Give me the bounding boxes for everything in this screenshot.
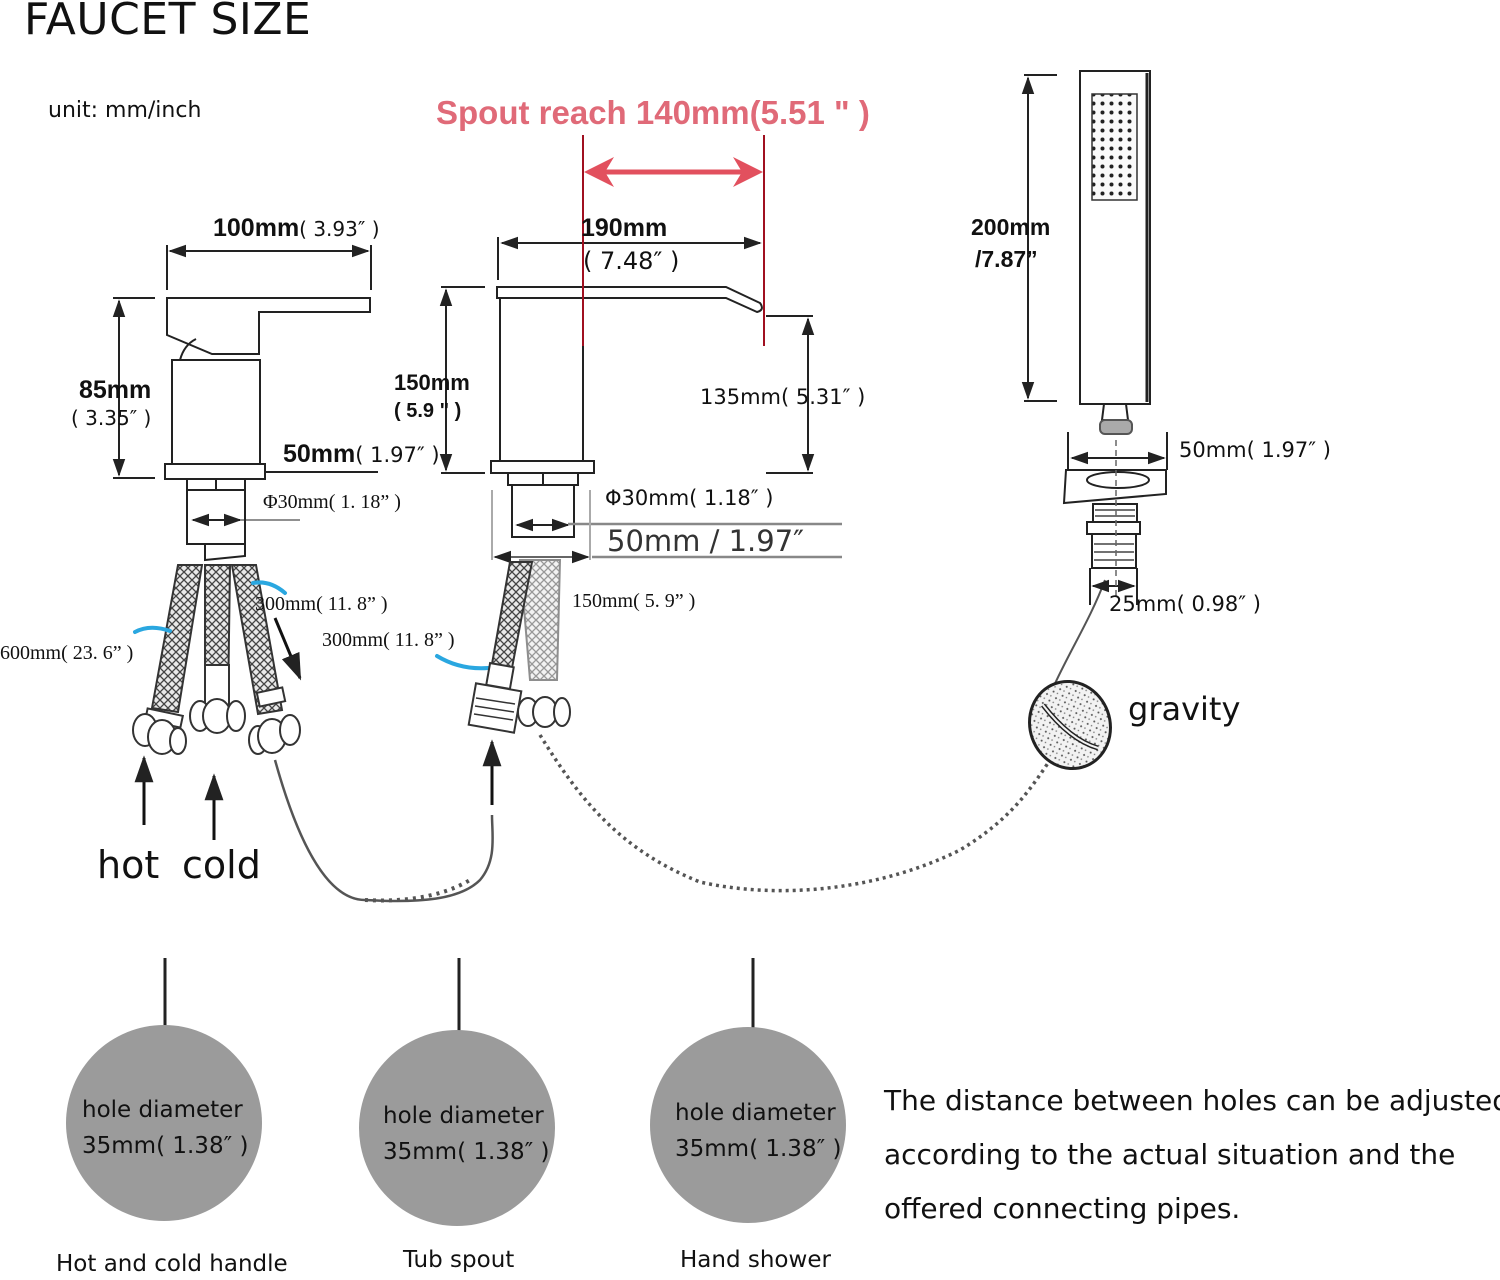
handle-height-value: 85mm [79,376,152,404]
spout-height-inch: ( 5.9 " ) [394,400,462,422]
hole-circle-spout [359,1030,555,1226]
hole-circle-handle [66,1025,262,1221]
connecting-pipes [273,579,1106,903]
handle-hose-short-label: 300mm( 11. 8” ) [255,593,388,615]
hole-label: hole diameter [383,1103,544,1129]
hose-length-markers [133,580,490,671]
handle-hoses [132,564,301,755]
hole-size: 35mm( 1.38″ ) [675,1136,842,1162]
hole-info-hand-shower: hole diameter 35mm( 1.38″ ) [675,1095,841,1167]
hole-caption-hand-shower: Hand shower [680,1247,831,1273]
page-title: FAUCET SIZE [24,0,312,45]
spray-face [1091,93,1138,201]
hole-circle-hand-shower [650,1027,846,1223]
handle-width-label: 100mm( 3.93″ ) [213,214,380,243]
handle-base-value: 50mm [283,440,356,468]
handle-width-value: 100mm [213,214,300,242]
handle-drawing [112,244,378,562]
hot-inlet-label: hot [97,843,160,887]
spout-hose-b-label: 150mm( 5. 9” ) [572,590,696,612]
hole-label: hole diameter [675,1100,836,1126]
hand-shower-length-value: 200mm [971,214,1051,240]
note-line: offered connecting pipes. [884,1192,1241,1225]
hole-info-spout: hole diameter 35mm( 1.38″ ) [383,1098,549,1170]
spout-base-label: 50mm / 1.97″ [607,524,805,558]
hole-caption-handle: Hot and cold handle [56,1251,288,1277]
spout-shank-label: Φ30mm( 1.18″ ) [605,486,774,510]
spout-length-value: 190mm [581,214,668,242]
spout-height-value: 150mm [394,370,470,395]
hand-shower-length-inch: /7.87” [975,246,1038,272]
spout-reach-indicator [582,135,765,346]
hole-distance-note: The distance between holes can be adjust… [884,1074,1500,1236]
handle-hose-long-label: 600mm( 23. 6” ) [0,642,134,664]
note-line: according to the actual situation and th… [884,1138,1456,1171]
cold-inlet-label: cold [182,843,261,887]
hole-info-handle: hole diameter 35mm( 1.38″ ) [82,1092,248,1164]
handle-height-inch: ( 3.35″ ) [71,406,152,430]
handle-shank-label: Φ30mm( 1. 18” ) [263,491,401,513]
hole-size: 35mm( 1.38″ ) [82,1133,249,1159]
hole-caption-spout: Tub spout [403,1247,515,1273]
handle-width-inch: ( 3.93″ ) [299,217,380,241]
handle-base-inch: ( 1.97″ ) [355,443,440,467]
hand-shower-drawing [1021,70,1168,605]
gravity-label: gravity [1128,690,1241,728]
hand-shower-base-label: 50mm( 1.97″ ) [1179,438,1331,462]
hand-shower-thread-label: 25mm( 0.98″ ) [1109,592,1261,616]
outlet-height-label: 135mm( 5.31″ ) [700,385,866,409]
spout-reach-label: Spout reach 140mm(5.51 " ) [436,94,870,131]
spout-length-inch: ( 7.48″ ) [583,247,680,275]
tub-spout-hoses [467,559,571,734]
handle-base-label: 50mm( 1.97″ ) [283,440,440,469]
spout-hose-a-label: 300mm( 11. 8” ) [322,629,455,651]
hole-label: hole diameter [82,1097,243,1123]
hole-size: 35mm( 1.38″ ) [383,1139,550,1165]
outflow-arrow-icon [273,617,302,681]
unit-label: unit: mm/inch [48,98,202,123]
gravity-weight-icon [1028,679,1112,771]
note-line: The distance between holes can be adjust… [884,1084,1500,1117]
